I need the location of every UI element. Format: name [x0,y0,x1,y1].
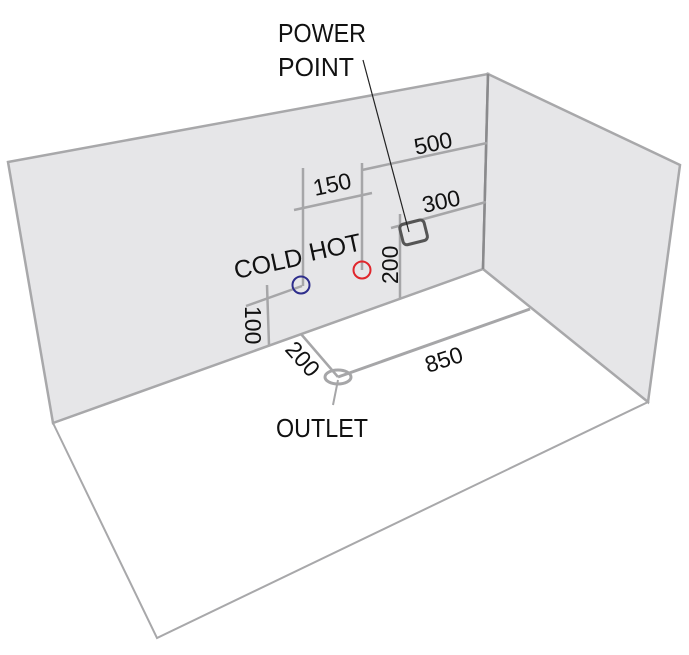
dim-500-line [361,141,488,172]
outlet-icon [323,368,353,386]
dim-150-line [293,191,373,212]
outlet-label: OUTLET [276,413,368,443]
power-point-leader [362,59,410,233]
power-point-icon [398,218,429,247]
dim-850-line [337,307,531,379]
dim-cold-height-line [265,284,271,346]
power-point-label-line2: POINT [278,52,354,82]
wall-corner-edge [481,73,490,270]
hot-water-point-icon [352,260,372,280]
cold-water-point-icon [291,275,311,295]
dim-pp-height-label: 200 [377,246,403,284]
power-point-label-line1: POWER [278,18,366,48]
dim-cold-height-label: 100 [240,306,266,344]
